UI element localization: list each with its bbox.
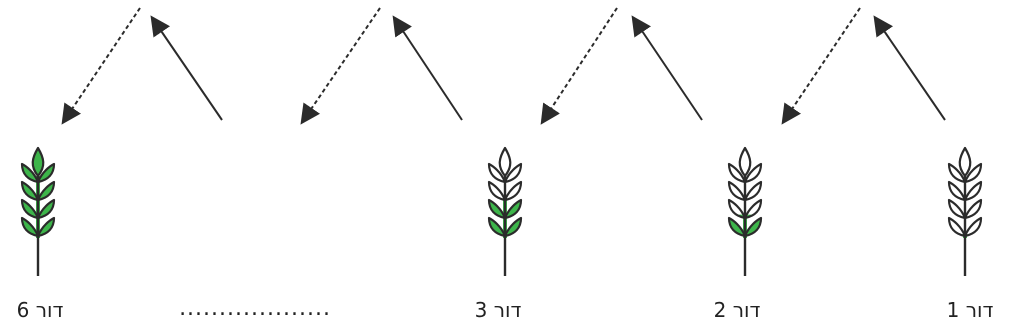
growth-fill-4 xyxy=(22,148,54,238)
solid-arrow-2 xyxy=(631,15,703,121)
plants-layer xyxy=(20,146,983,276)
dashed-arrow-1 xyxy=(781,7,861,125)
solid-arrow-1 xyxy=(873,15,946,121)
dashed-arrow-3 xyxy=(300,7,381,125)
wheat-plant-icon-2 xyxy=(727,146,763,276)
dashed-arrow-2 xyxy=(540,7,618,125)
generation-6-label: דור 6 xyxy=(16,298,64,322)
wheat-plant-icon-1 xyxy=(947,146,983,276)
ellipsis-dots: ................... xyxy=(179,296,331,321)
generations-diagram: דור 1 דור 2 דור 3 ................... דו… xyxy=(16,7,993,322)
generation-3-label: דור 3 xyxy=(474,298,522,322)
wheat-plant-icon-3 xyxy=(487,146,523,276)
arrows-layer xyxy=(61,7,946,125)
generation-1-label: דור 1 xyxy=(946,298,994,322)
dashed-arrow-4 xyxy=(61,7,141,125)
solid-arrow-3 xyxy=(392,15,463,121)
generation-2-label: דור 2 xyxy=(713,298,761,322)
wheat-plant-icon-4 xyxy=(20,146,56,276)
diagram-canvas xyxy=(20,7,983,276)
solid-arrow-4 xyxy=(150,15,223,121)
